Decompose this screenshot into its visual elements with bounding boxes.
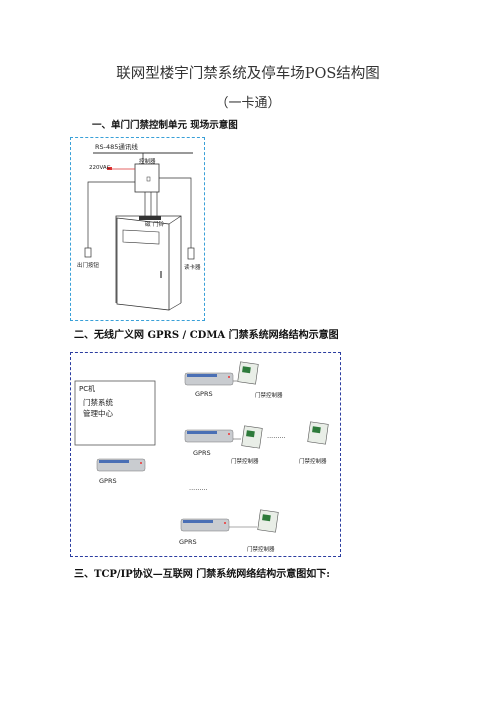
gprs-modem-icon-2: [184, 429, 234, 443]
exit-button-label: 出门按钮: [77, 263, 100, 269]
dots-more-nodes: ·········: [189, 486, 208, 494]
controller-label: 控制器: [139, 159, 156, 165]
page-title: 联网型楼宇门禁系统及停车场POS结构图: [116, 66, 380, 82]
controller-1-label: 门禁控制器: [255, 393, 283, 399]
gprs-modem-icon-center: [96, 458, 146, 472]
bell-label: 门铃: [153, 222, 165, 228]
gprs-network-drawing: [74, 361, 329, 533]
pc-line-1: 门禁系统: [83, 398, 113, 407]
door-controller-icon-3: [257, 509, 279, 533]
gprs-network-diagram: PC机 门禁系统 管理中心 GPRS GPRS GPRS GPRS 门禁控制器 …: [70, 352, 341, 557]
door-controller-icon-2a: [241, 425, 263, 449]
pc-line-2: 管理中心: [83, 409, 113, 418]
door-controller-icon-1: [237, 361, 259, 385]
gprs-center-label: GPRS: [99, 477, 117, 485]
page-subtitle: （一卡通）: [215, 96, 281, 111]
section-3-heading: 三、TCP/IP协议—互联网 门禁系统网络结构示意图如下:: [74, 569, 330, 580]
power-label: 220VAC: [89, 165, 111, 171]
gprs-modem-icon-1: [184, 372, 234, 386]
pc-title: PC机: [79, 385, 96, 393]
gprs-modem-icon-3: [180, 518, 230, 532]
single-door-drawing: [84, 152, 195, 311]
section-2-heading: 二、无线广义网 GPRS / CDMA 门禁系统网络结构示意图: [74, 330, 339, 341]
controller-2a-label: 门禁控制器: [231, 459, 259, 465]
gprs-2-label: GPRS: [193, 449, 211, 457]
controller-3-label: 门禁控制器: [247, 547, 275, 553]
gprs-1-label: GPRS: [195, 390, 213, 398]
single-door-diagram: RS-485通讯线 控制器 220VAC 磁 门铃 出门按钮 读卡器: [70, 137, 205, 321]
reader-label: 读卡器: [184, 265, 201, 271]
bus-label: RS-485通讯线: [95, 143, 138, 151]
gprs-3-label: GPRS: [179, 538, 197, 546]
controller-2b-label: 门禁控制器: [299, 459, 327, 465]
section-1-heading: 一、单门门禁控制单元 现场示意图: [92, 120, 238, 131]
lock-label: 磁: [145, 222, 151, 228]
dots-between-controllers: ·········: [267, 434, 286, 442]
door-controller-icon-2b: [307, 421, 329, 445]
